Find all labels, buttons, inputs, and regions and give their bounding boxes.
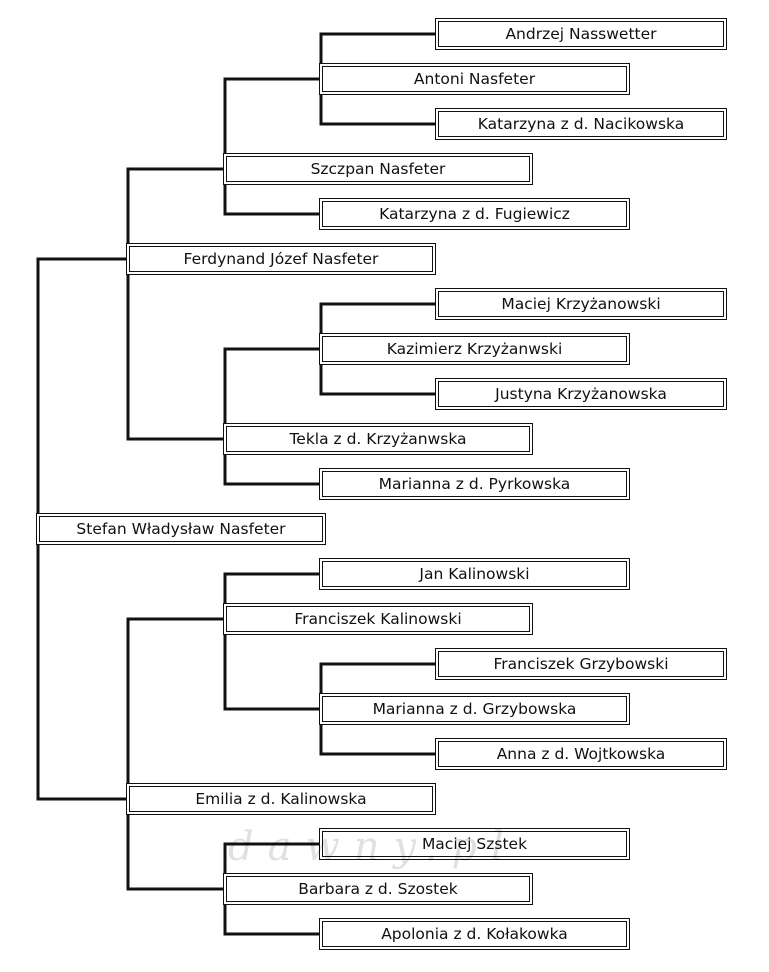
person-franciszek-grzybowski[interactable]: Franciszek Grzybowski xyxy=(435,648,727,680)
person-tekla-krzyzanwska[interactable]: Tekla z d. Krzyżanwska xyxy=(223,423,533,455)
person-jan-kalinowski[interactable]: Jan Kalinowski xyxy=(319,558,630,590)
person-kazimierz-krzyzanwski[interactable]: Kazimierz Krzyżanwski xyxy=(319,333,630,365)
person-justyna-krzyzanowska[interactable]: Justyna Krzyżanowska xyxy=(435,378,727,410)
connector-person-szczpan-nasfeter xyxy=(223,77,319,216)
connector-person-franciszek-kalinowski xyxy=(223,572,319,711)
connector-person-ferdynand-jozef-nasfeter xyxy=(126,167,223,441)
person-maciej-szstek[interactable]: Maciej Szstek xyxy=(319,828,630,860)
person-apolonia-kolakowka[interactable]: Apolonia z d. Kołakowka xyxy=(319,918,630,950)
person-katarzyna-nacikowska[interactable]: Katarzyna z d. Nacikowska xyxy=(435,108,727,140)
person-franciszek-kalinowski[interactable]: Franciszek Kalinowski xyxy=(223,603,533,635)
person-marianna-grzybowska[interactable]: Marianna z d. Grzybowska xyxy=(319,693,630,725)
person-barbara-szostek[interactable]: Barbara z d. Szostek xyxy=(223,873,533,905)
person-maciej-krzyzanowski[interactable]: Maciej Krzyżanowski xyxy=(435,288,727,320)
person-andrzej-nasswetter[interactable]: Andrzej Nasswetter xyxy=(435,18,727,50)
person-emilia-kalinowska[interactable]: Emilia z d. Kalinowska xyxy=(126,783,436,815)
person-anna-wojtkowska[interactable]: Anna z d. Wojtkowska xyxy=(435,738,727,770)
person-antoni-nasfeter[interactable]: Antoni Nasfeter xyxy=(319,63,630,95)
connector-person-emilia-kalinowska xyxy=(126,617,223,891)
person-szczpan-nasfeter[interactable]: Szczpan Nasfeter xyxy=(223,153,533,185)
person-stefan-wladyslaw-nasfeter[interactable]: Stefan Władysław Nasfeter xyxy=(36,513,326,545)
person-marianna-pyrkowska[interactable]: Marianna z d. Pyrkowska xyxy=(319,468,630,500)
person-ferdynand-jozef-nasfeter[interactable]: Ferdynand Józef Nasfeter xyxy=(126,243,436,275)
connector-person-tekla-krzyzanwska xyxy=(223,347,319,486)
person-katarzyna-fugiewicz[interactable]: Katarzyna z d. Fugiewicz xyxy=(319,198,630,230)
